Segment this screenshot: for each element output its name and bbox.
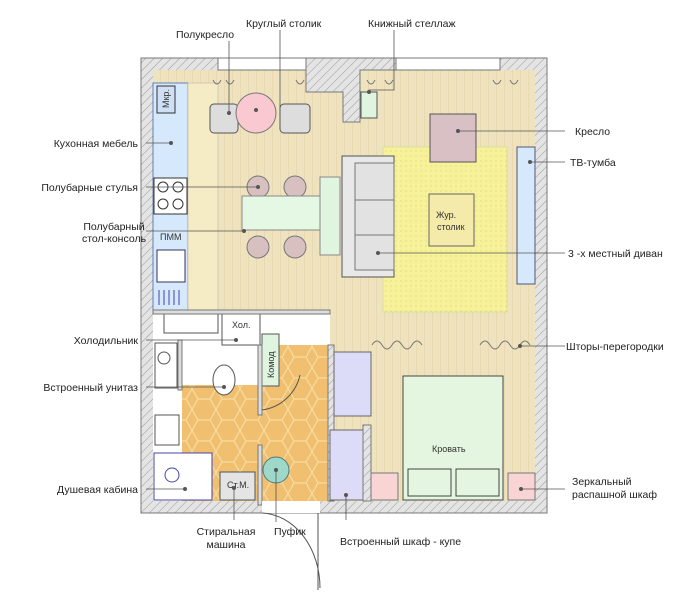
label-toilet: Встроенный унитаз	[43, 382, 138, 394]
label-wardrobe: Встроенный шкаф - купе	[340, 536, 461, 548]
bathroom-walls	[152, 309, 331, 506]
stove	[153, 177, 188, 215]
mirror-wardrobe	[507, 472, 536, 501]
bar-table	[241, 195, 321, 231]
microwave	[156, 85, 176, 114]
label-washer: машина	[207, 539, 246, 551]
bar-stools	[246, 175, 307, 259]
label-bar-table: Полубарный	[83, 221, 144, 233]
round-table	[235, 92, 277, 134]
window	[217, 57, 307, 71]
label-fridge: Холодильник	[74, 335, 139, 347]
dishwasher-label: ПММ	[160, 232, 181, 242]
window-curtains	[212, 79, 519, 85]
tv-stand	[516, 146, 536, 285]
coffee-table	[428, 193, 475, 247]
label-sofa: 3 -х местный диван	[568, 248, 663, 260]
washing-machine	[219, 471, 256, 501]
bathroom-door[interactable]	[261, 374, 301, 411]
nightstand	[370, 472, 399, 501]
bookshelf	[360, 91, 378, 119]
callouts	[146, 30, 565, 522]
dresser-label: Комод	[266, 351, 276, 378]
label-pouf: Пуфик	[274, 526, 306, 538]
label-mirror-wardrobe: распашной шкаф	[572, 489, 657, 501]
sink	[156, 249, 186, 283]
label-tv-stand: ТВ-тумба	[570, 157, 616, 169]
bed	[402, 375, 504, 501]
washbasin	[154, 414, 180, 446]
armchair	[429, 113, 477, 163]
bar-console	[319, 176, 341, 256]
bed-label: Кровать	[432, 444, 466, 454]
label-bar-table: стол-консоль	[82, 233, 147, 245]
label-bar-stools: Полубарные стулья	[41, 182, 138, 194]
label-kitchen: Кухонная мебель	[54, 138, 139, 150]
washer-label: Ст.М.	[227, 480, 249, 490]
label-armchair: Кресло	[575, 126, 610, 138]
label-mirror-wardrobe: Зеркальный	[572, 476, 632, 488]
label-round-table: Круглый столик	[246, 18, 322, 30]
half-armchair	[279, 103, 311, 134]
shower-cabin	[153, 452, 213, 501]
window	[395, 57, 501, 71]
curtain-partitions	[371, 340, 531, 350]
fridge-label: Хол.	[232, 320, 250, 330]
label-washer: Стиральная	[197, 526, 256, 538]
wardrobe	[327, 344, 372, 502]
label-bookshelf: Книжный стеллаж	[368, 18, 455, 30]
bath-sink	[154, 342, 178, 389]
toilet	[212, 364, 236, 396]
label-curtains: Шторы-перегородки	[566, 341, 664, 353]
label-shower: Душевая кабина	[57, 484, 138, 496]
sofa	[341, 155, 395, 278]
microwave-label: Мкр.	[161, 89, 171, 108]
coffee-table-label: столик	[437, 222, 465, 232]
coffee-table-label: Жур.	[436, 210, 456, 220]
bathroom-shelf	[163, 312, 219, 334]
label-half-armchair: Полукресло	[176, 29, 234, 41]
drying-rack	[158, 290, 180, 305]
half-armchair	[209, 103, 239, 134]
entrance-door[interactable]	[261, 512, 321, 590]
fridge	[221, 311, 261, 346]
